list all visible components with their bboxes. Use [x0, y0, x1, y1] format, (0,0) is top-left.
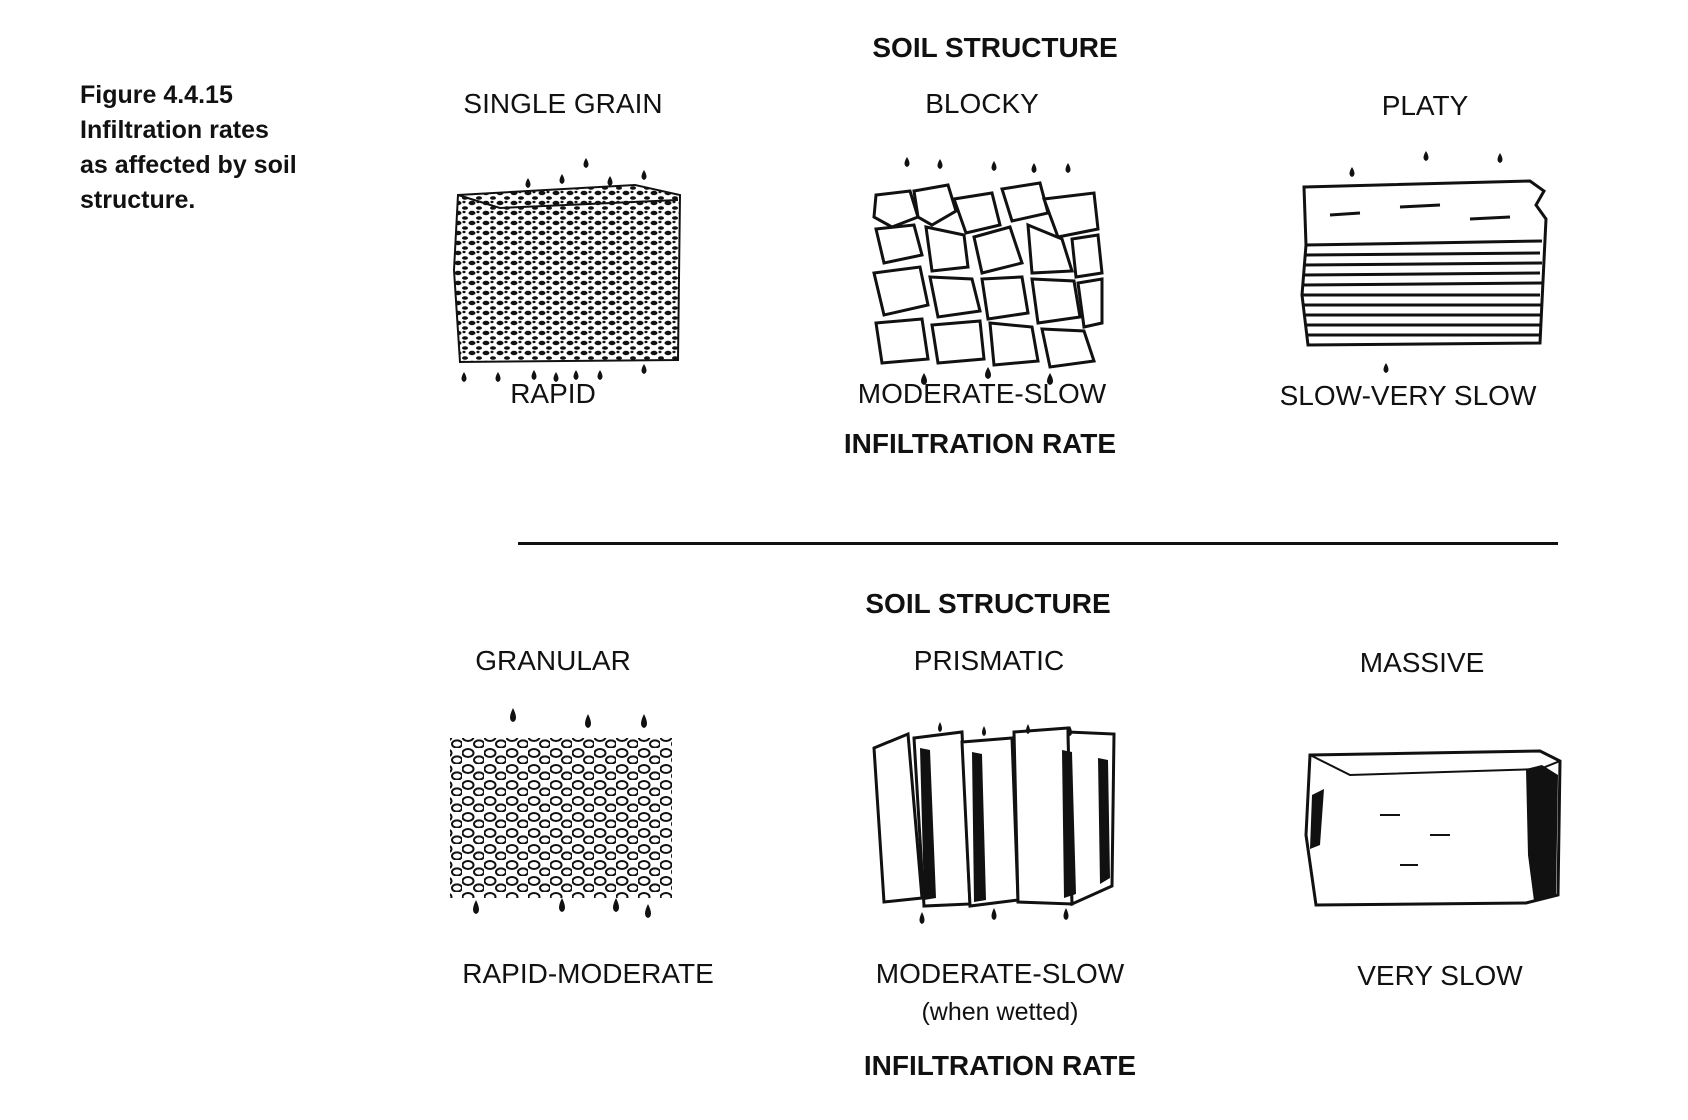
- caption-figure-number: Figure 4.4.15: [80, 78, 297, 113]
- caption-line: as affected by soil: [80, 148, 297, 183]
- bottom-structure-label-massive: MASSIVE: [1360, 647, 1484, 679]
- top-structure-label-platy: PLATY: [1382, 90, 1469, 122]
- figure-caption: Figure 4.4.15 Infiltration rates as affe…: [80, 78, 297, 218]
- top-footer: INFILTRATION RATE: [844, 428, 1116, 460]
- massive-soil-icon: [1290, 735, 1570, 915]
- top-rate-rapid: RAPID: [510, 378, 596, 410]
- blocky-soil-icon: [862, 155, 1112, 395]
- top-structure-label-single-grain: SINGLE GRAIN: [463, 88, 662, 120]
- top-rate-slow-very-slow: SLOW-VERY SLOW: [1280, 380, 1537, 412]
- platy-soil-icon: [1290, 145, 1560, 385]
- caption-line: structure.: [80, 183, 297, 218]
- bottom-structure-label-granular: GRANULAR: [475, 645, 631, 677]
- section-divider: [518, 542, 1558, 545]
- bottom-heading: SOIL STRUCTURE: [865, 588, 1110, 620]
- bottom-footer: INFILTRATION RATE: [864, 1050, 1136, 1082]
- caption-line: Infiltration rates: [80, 113, 297, 148]
- bottom-rate-moderate-slow: MODERATE-SLOW: [876, 958, 1124, 990]
- top-rate-moderate-slow: MODERATE-SLOW: [858, 378, 1106, 410]
- prismatic-soil-icon: [862, 708, 1132, 938]
- bottom-structure-label-prismatic: PRISMATIC: [914, 645, 1064, 677]
- single-grain-soil-icon: [440, 150, 680, 390]
- top-structure-label-blocky: BLOCKY: [925, 88, 1039, 120]
- top-heading: SOIL STRUCTURE: [872, 32, 1117, 64]
- granular-soil-icon: [440, 700, 680, 935]
- bottom-rate-very-slow: VERY SLOW: [1357, 960, 1522, 992]
- bottom-rate-note: (when wetted): [921, 998, 1078, 1027]
- bottom-rate-rapid-moderate: RAPID-MODERATE: [462, 958, 714, 990]
